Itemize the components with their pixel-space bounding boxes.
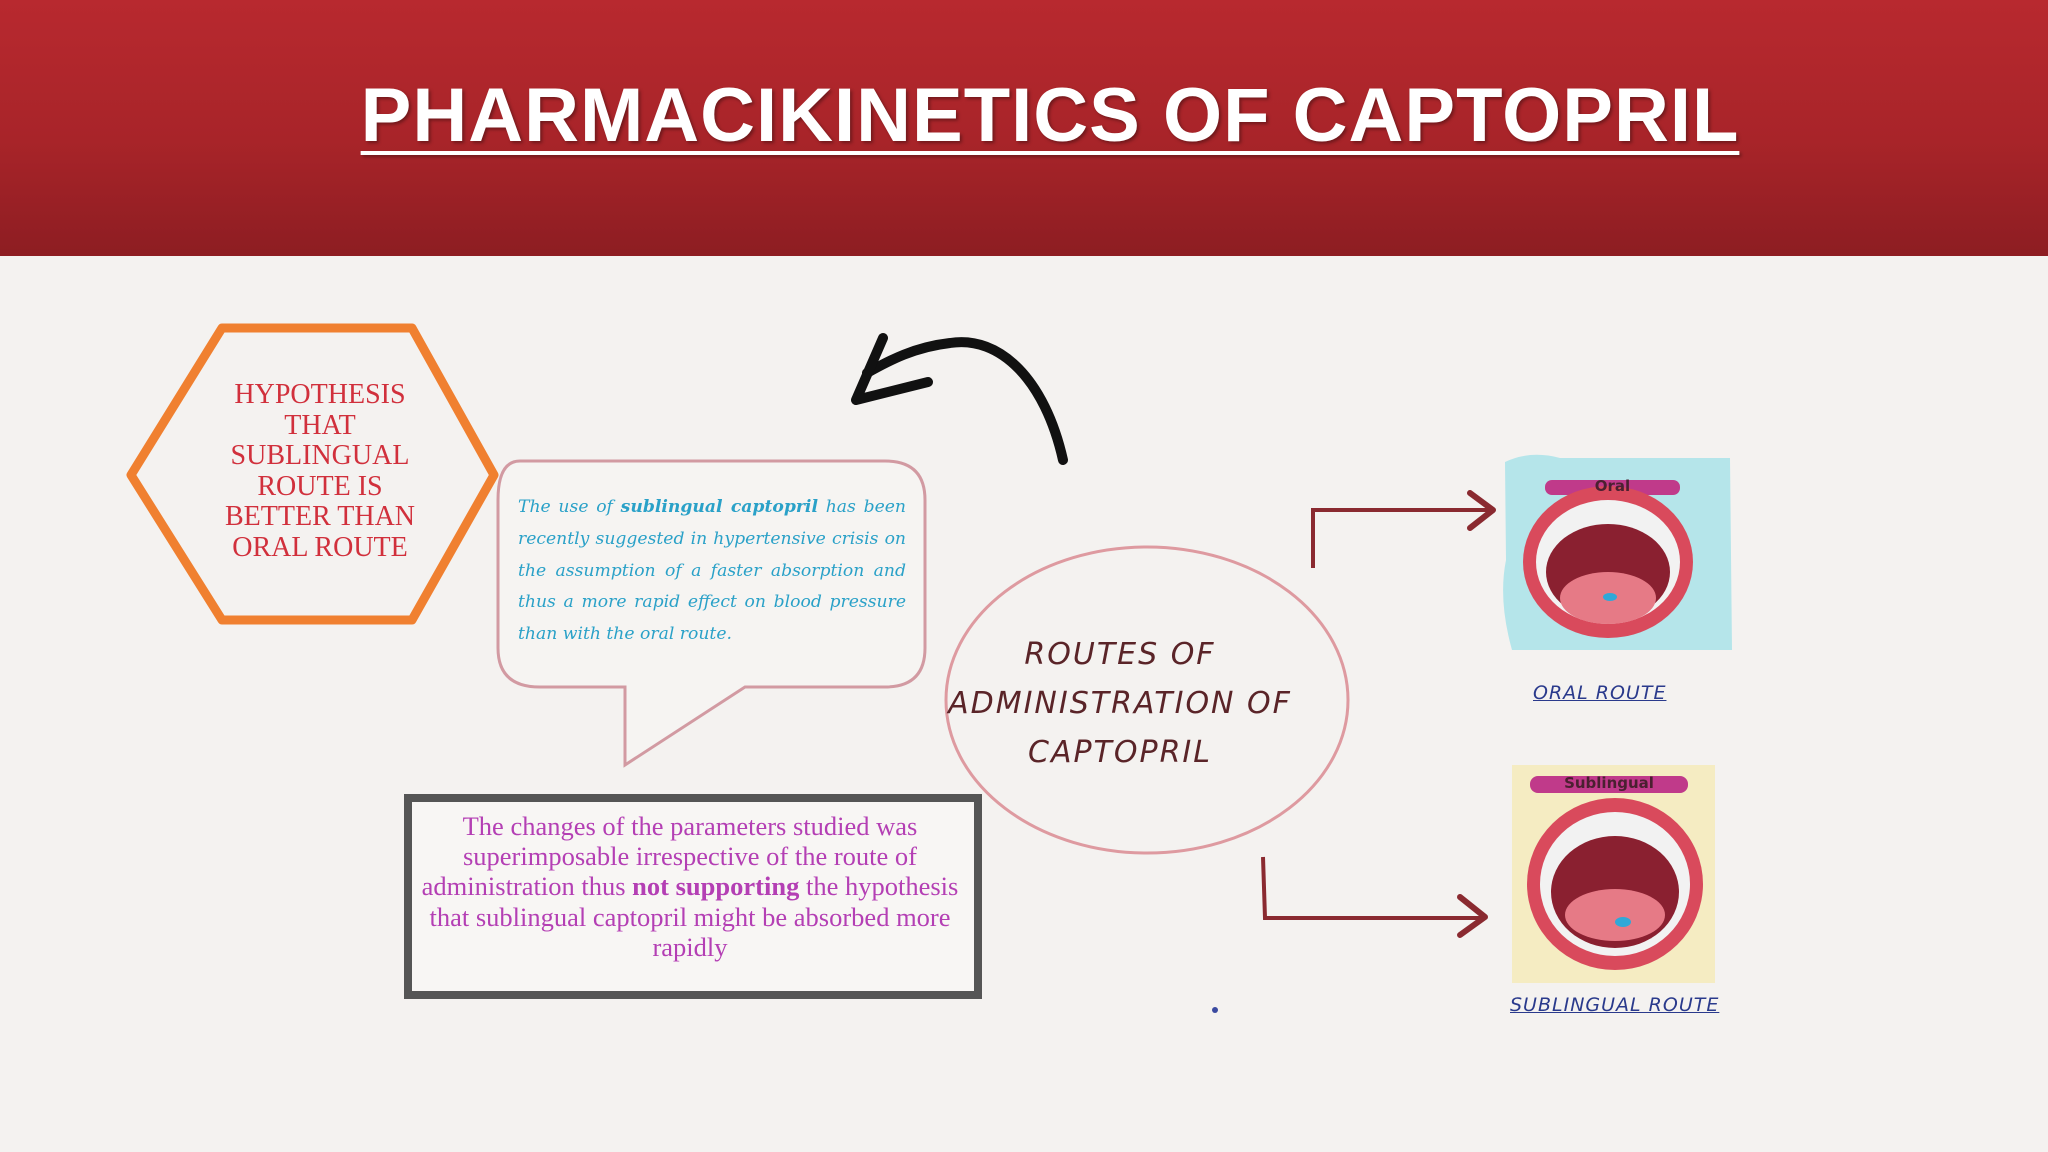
oral-arrow-head: [1467, 490, 1496, 531]
oral-arrow: [1311, 508, 1490, 568]
circle-line: ADMINISTRATION OF: [948, 686, 1292, 721]
stray-dot: [1212, 1007, 1218, 1013]
routes-circle: [944, 545, 1350, 855]
curved-arrow-head: [851, 333, 933, 405]
circle-line: ROUTES OF: [1024, 637, 1216, 672]
sublingual-arrow-head: [1457, 894, 1488, 938]
header-banner: [0, 0, 2048, 256]
hypothesis-line: THAT: [284, 409, 356, 441]
conclusion-text: The changes of the parameters studied wa…: [420, 811, 960, 962]
hypothesis-line: BETTER THAN: [224, 501, 416, 532]
bubble-text-part: The use of: [518, 497, 621, 517]
bubble-text-bold: sublingual captopril: [620, 497, 818, 517]
sublingual-mouth-image: [1512, 765, 1715, 983]
oral-mouth-image: [1503, 454, 1732, 650]
hypothesis-line: ORAL ROUTE: [232, 531, 408, 563]
bubble-text-part: has been recently suggested in hypertens…: [518, 497, 906, 645]
oral-pill-label: Oral: [1594, 477, 1631, 495]
conclusion-text-part: The changes of the parameters studied wa…: [421, 811, 918, 902]
hypothesis-line: SUBLINGUAL: [230, 440, 410, 471]
conclusion-text-part: the hypothesis that sublingual captopril…: [429, 871, 959, 962]
routes-circle-text: ROUTES OF ADMINISTRATION OF CAPTOPRIL: [945, 630, 1295, 777]
speech-bubble: [496, 459, 927, 768]
conclusion-box: [404, 794, 982, 999]
hypothesis-line: ROUTE IS: [257, 470, 383, 502]
slide-title: PHARMACIKINETICS OF CAPTOPRIL: [360, 73, 1740, 158]
circle-line: CAPTOPRIL: [1028, 735, 1212, 770]
conclusion-text-bold: not supporting: [632, 871, 800, 902]
sublingual-arrow: [1261, 856, 1483, 920]
hypothesis-line: HYPOTHESIS: [234, 379, 406, 410]
curved-arrow: [862, 337, 1068, 465]
speech-bubble-text: The use of sublingual captopril has been…: [518, 492, 906, 651]
hypothesis-text: HYPOTHESIS THAT SUBLINGUAL ROUTE IS BETT…: [190, 379, 450, 563]
hypothesis-hexagon: [126, 323, 499, 625]
sublingual-route-label[interactable]: SUBLINGUAL ROUTE: [1510, 994, 1720, 1016]
sublingual-pill-label: Sublingual: [1564, 774, 1654, 792]
oral-route-label[interactable]: ORAL ROUTE: [1533, 682, 1667, 704]
